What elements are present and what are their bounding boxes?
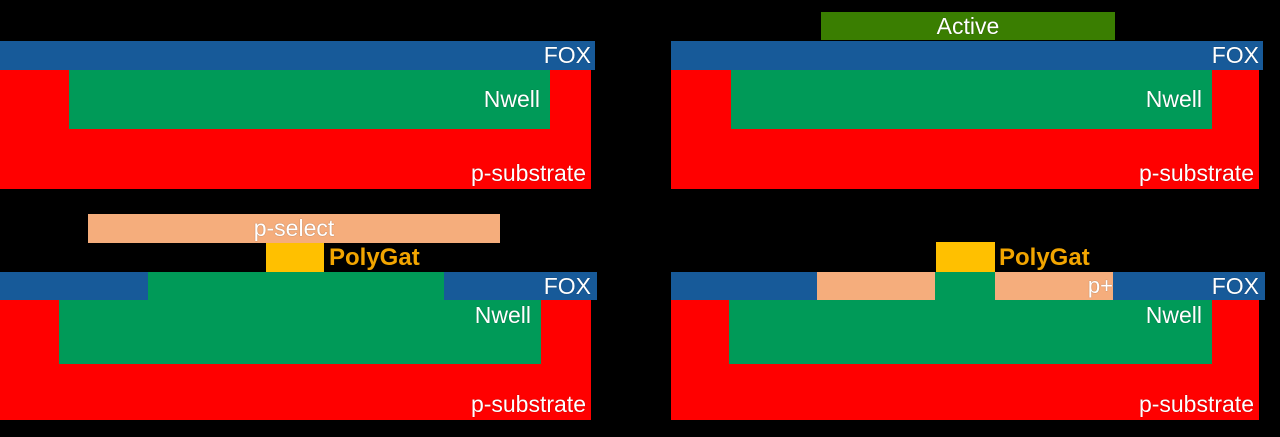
step1-fox-layer: FOX <box>0 41 595 70</box>
step3-active-opening <box>148 272 444 300</box>
step4-nwell-layer: Nwell <box>729 300 1212 364</box>
step4-fox-label: FOX <box>1211 272 1259 299</box>
step3-polygate-rect <box>266 243 324 272</box>
step1-nwell-label: Nwell <box>483 86 540 112</box>
step3-fox-label: FOX <box>543 272 591 299</box>
step2-active-label: Active <box>936 12 1000 39</box>
step4-nwell-label: Nwell <box>1145 302 1202 328</box>
step3-fox-right-segment: FOX <box>444 272 597 300</box>
step3-polygate-label: PolyGat <box>329 244 420 271</box>
step4-fox-right-segment: FOX <box>1113 272 1265 300</box>
step4-p-plus-label: p+ <box>1087 273 1113 298</box>
step3-nwell-layer: Nwell <box>59 300 541 364</box>
step1-nwell-layer: Nwell <box>69 70 550 129</box>
step4-polygate-rect <box>936 242 995 272</box>
step1-p-substrate-label: p-substrate <box>470 160 586 186</box>
step1-fox-label: FOX <box>543 42 591 68</box>
step4-p-plus-right-region: p+ <box>995 272 1123 300</box>
step3-nwell-label: Nwell <box>474 302 531 328</box>
step2-nwell-layer: Nwell <box>731 70 1212 129</box>
step3-p-select-label: p-select <box>253 215 335 241</box>
step2-nwell-label: Nwell <box>1145 86 1202 112</box>
step3-fox-left-segment <box>0 272 148 300</box>
step4-p-substrate-label: p-substrate <box>1138 391 1254 417</box>
step3-p-select-mask: p-select <box>88 214 500 243</box>
step3-p-substrate-label: p-substrate <box>470 391 586 417</box>
step2-active-mask: Active <box>821 12 1115 40</box>
step2-fox-label: FOX <box>1211 42 1259 68</box>
step2-p-substrate-label: p-substrate <box>1138 160 1254 186</box>
step4-channel-region <box>935 272 995 300</box>
step4-fox-left-segment <box>671 272 817 300</box>
step4-polygate-label: PolyGat <box>999 244 1090 271</box>
step4-p-plus-left-region <box>817 272 935 300</box>
step2-fox-layer: FOX <box>671 41 1263 70</box>
